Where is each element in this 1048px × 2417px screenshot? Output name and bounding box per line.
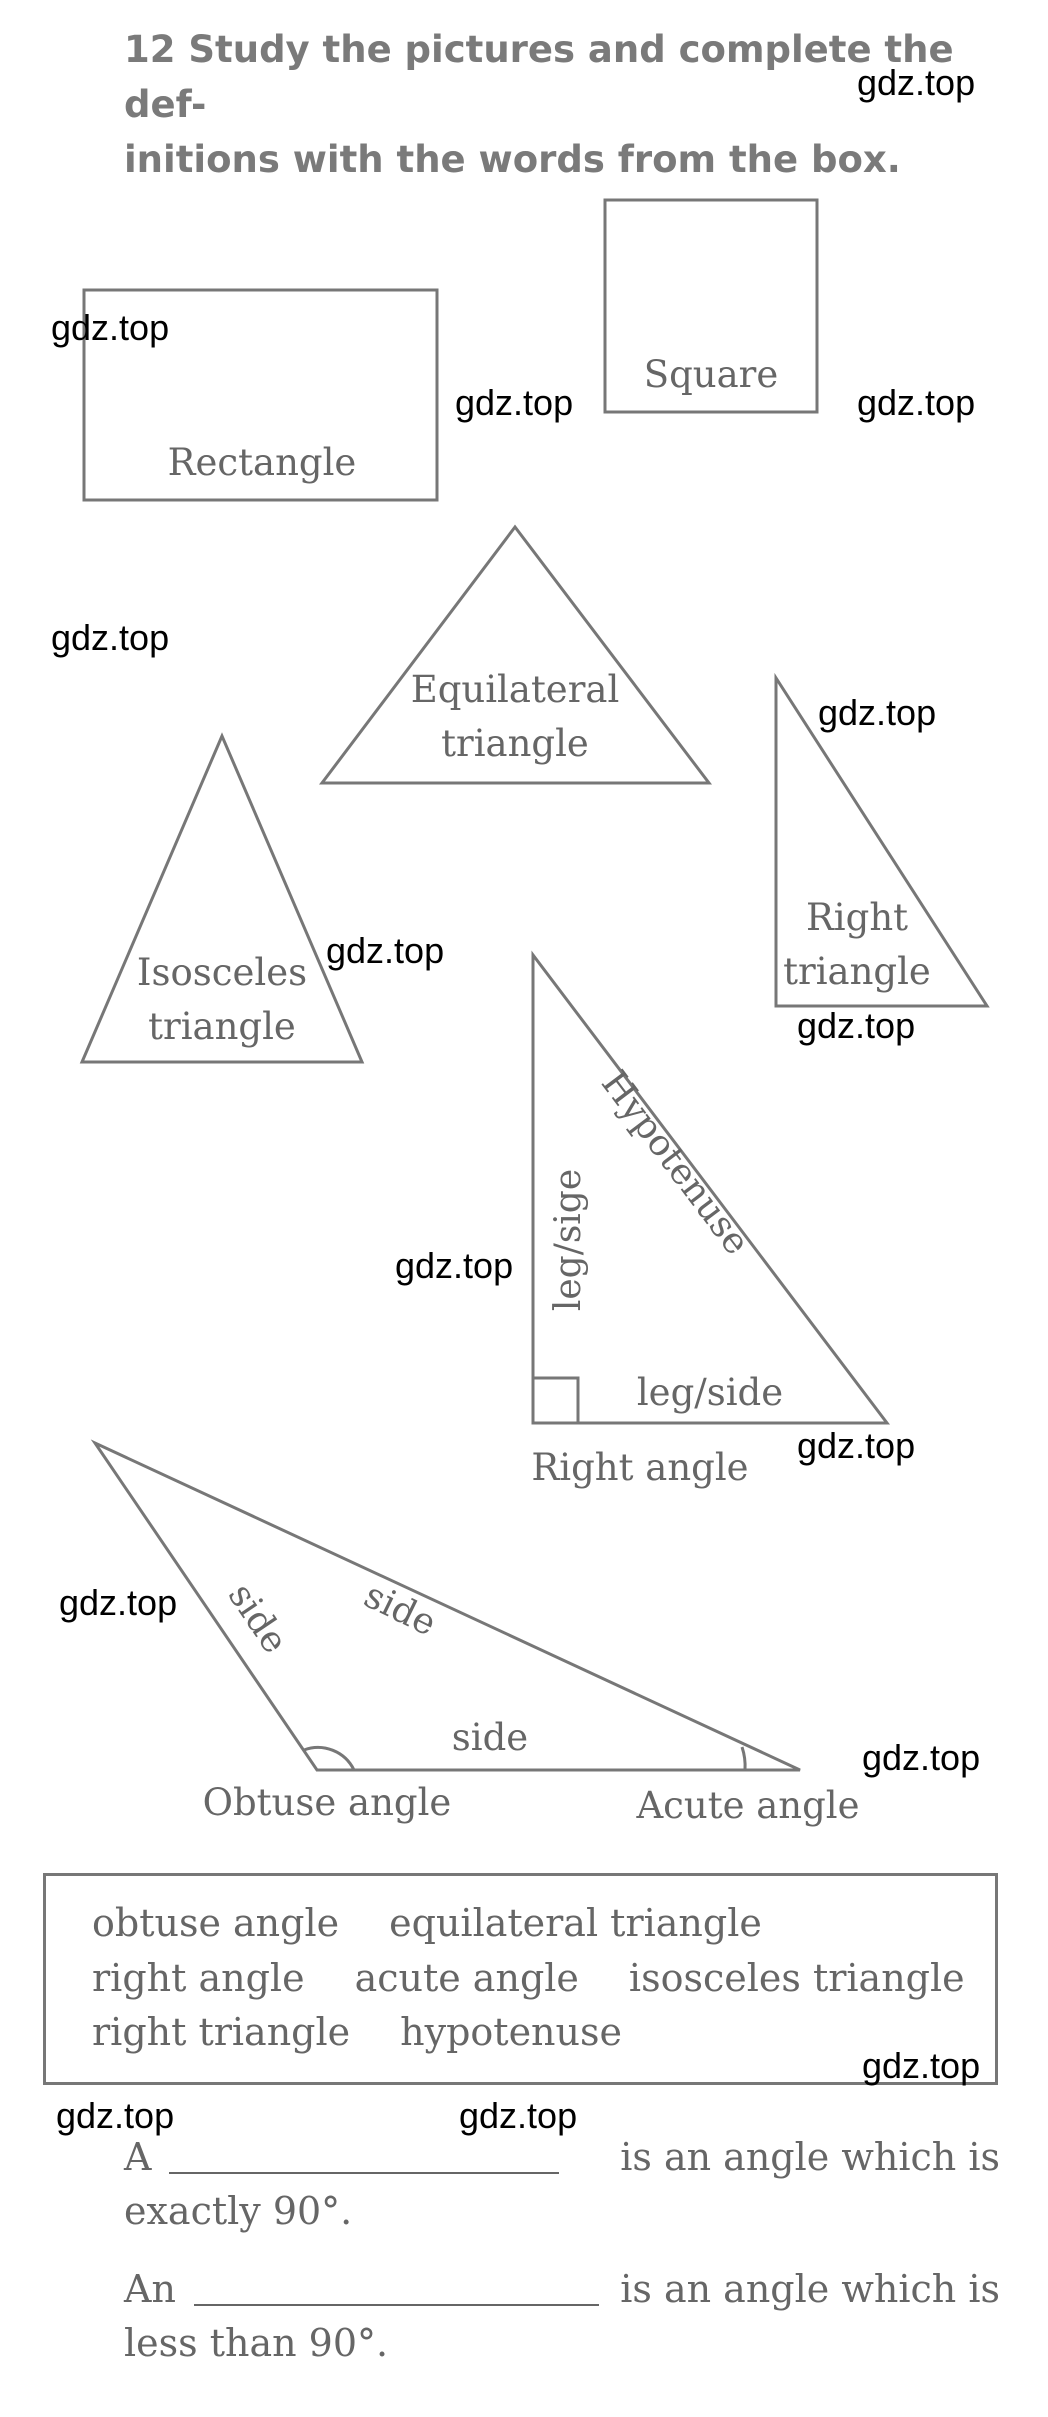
square-shape bbox=[603, 198, 819, 414]
leg-horizontal-label: leg/side bbox=[637, 1371, 783, 1414]
right-triangle-label-2: triangle bbox=[783, 950, 931, 993]
word-item: right angle bbox=[92, 1956, 305, 2000]
isosceles-label-1: Isosceles bbox=[137, 951, 307, 994]
word-box-row-2: right angle acute angle isosceles triangle bbox=[92, 1956, 1015, 2000]
definition-sentence-2: An is an angle which is less than 90°. bbox=[124, 2262, 1000, 2370]
watermark-text: gdz.top bbox=[459, 2095, 578, 2136]
acute-angle-arc bbox=[740, 1746, 747, 1771]
watermark-text: gdz.top bbox=[797, 1005, 916, 1046]
watermark-text: gdz.top bbox=[56, 2095, 175, 2136]
sentence-continuation: is an angle which is bbox=[620, 2135, 1000, 2179]
word-item: isosceles triangle bbox=[628, 1956, 965, 2000]
obtuse-angle-label: Obtuse angle bbox=[203, 1781, 452, 1824]
watermark-text: gdz.top bbox=[51, 617, 170, 658]
word-item: right triangle bbox=[92, 2010, 351, 2054]
answer-blank[interactable] bbox=[193, 2304, 599, 2306]
watermark-text: gdz.top bbox=[59, 1582, 178, 1623]
right-triangle-label-1: Right bbox=[806, 896, 908, 939]
word-item: acute angle bbox=[354, 1956, 579, 2000]
large-right-triangle-shape bbox=[531, 950, 891, 1425]
sentence-start: A bbox=[124, 2135, 152, 2179]
right-triangle-shape bbox=[774, 672, 990, 1008]
watermark-text: gdz.top bbox=[455, 382, 574, 423]
obtuse-triangle-shape bbox=[90, 1439, 801, 1772]
watermark-text: gdz.top bbox=[857, 62, 976, 103]
exercise-heading: 12 Study the pictures and complete the d… bbox=[124, 22, 1004, 187]
isosceles-label-2: triangle bbox=[148, 1005, 296, 1048]
word-item: hypotenuse bbox=[400, 2010, 622, 2054]
sentence-end: exactly 90°. bbox=[124, 2189, 353, 2233]
exercise-number: 12 bbox=[124, 28, 176, 71]
isosceles-triangle-shape bbox=[79, 732, 365, 1064]
definition-sentence-1: A is an angle which is exactly 90°. bbox=[124, 2130, 1000, 2238]
watermark-text: gdz.top bbox=[51, 307, 170, 348]
watermark-text: gdz.top bbox=[395, 1245, 514, 1286]
rectangle-label: Rectangle bbox=[168, 441, 357, 484]
sentence-continuation: is an angle which is bbox=[620, 2267, 1000, 2311]
watermark-text: gdz.top bbox=[818, 692, 937, 733]
watermark-text: gdz.top bbox=[862, 2045, 981, 2086]
hypotenuse-label: Hypotenuse bbox=[593, 1064, 757, 1263]
watermark-text: gdz.top bbox=[326, 930, 445, 971]
word-item: equilateral triangle bbox=[389, 1901, 762, 1945]
word-item: obtuse angle bbox=[92, 1901, 340, 1945]
word-box: obtuse angle equilateral triangle right a… bbox=[43, 1873, 998, 2085]
side-left-label: side bbox=[220, 1576, 296, 1661]
watermark-text: gdz.top bbox=[797, 1425, 916, 1466]
word-box-row-1: obtuse angle equilateral triangle bbox=[92, 1901, 812, 1945]
instruction-line-1: Study the pictures and complete the def- bbox=[124, 28, 954, 126]
word-box-row-3: right triangle hypotenuse bbox=[92, 2010, 672, 2054]
watermark-text: gdz.top bbox=[862, 1737, 981, 1778]
equilateral-triangle-shape bbox=[318, 524, 713, 785]
rectangle-shape bbox=[82, 288, 439, 502]
square-label: Square bbox=[644, 353, 779, 396]
sentence-start: An bbox=[124, 2267, 176, 2311]
equilateral-label-2: triangle bbox=[441, 722, 589, 765]
equilateral-label-1: Equilateral bbox=[411, 668, 620, 711]
leg-vertical-label: leg/sige bbox=[548, 1169, 589, 1311]
sentence-end: less than 90°. bbox=[124, 2321, 389, 2365]
right-angle-label: Right angle bbox=[531, 1446, 748, 1489]
side-bottom-label: side bbox=[452, 1716, 528, 1759]
instruction-line-2: initions with the words from the box. bbox=[124, 138, 901, 181]
obtuse-angle-arc bbox=[303, 1745, 356, 1771]
watermark-text: gdz.top bbox=[857, 382, 976, 423]
acute-angle-label: Acute angle bbox=[635, 1784, 859, 1827]
right-angle-marker bbox=[531, 1376, 580, 1425]
geometry-figures: Rectangle Square Equilateral triangle Ri… bbox=[79, 198, 990, 1827]
answer-blank[interactable] bbox=[169, 2172, 560, 2174]
